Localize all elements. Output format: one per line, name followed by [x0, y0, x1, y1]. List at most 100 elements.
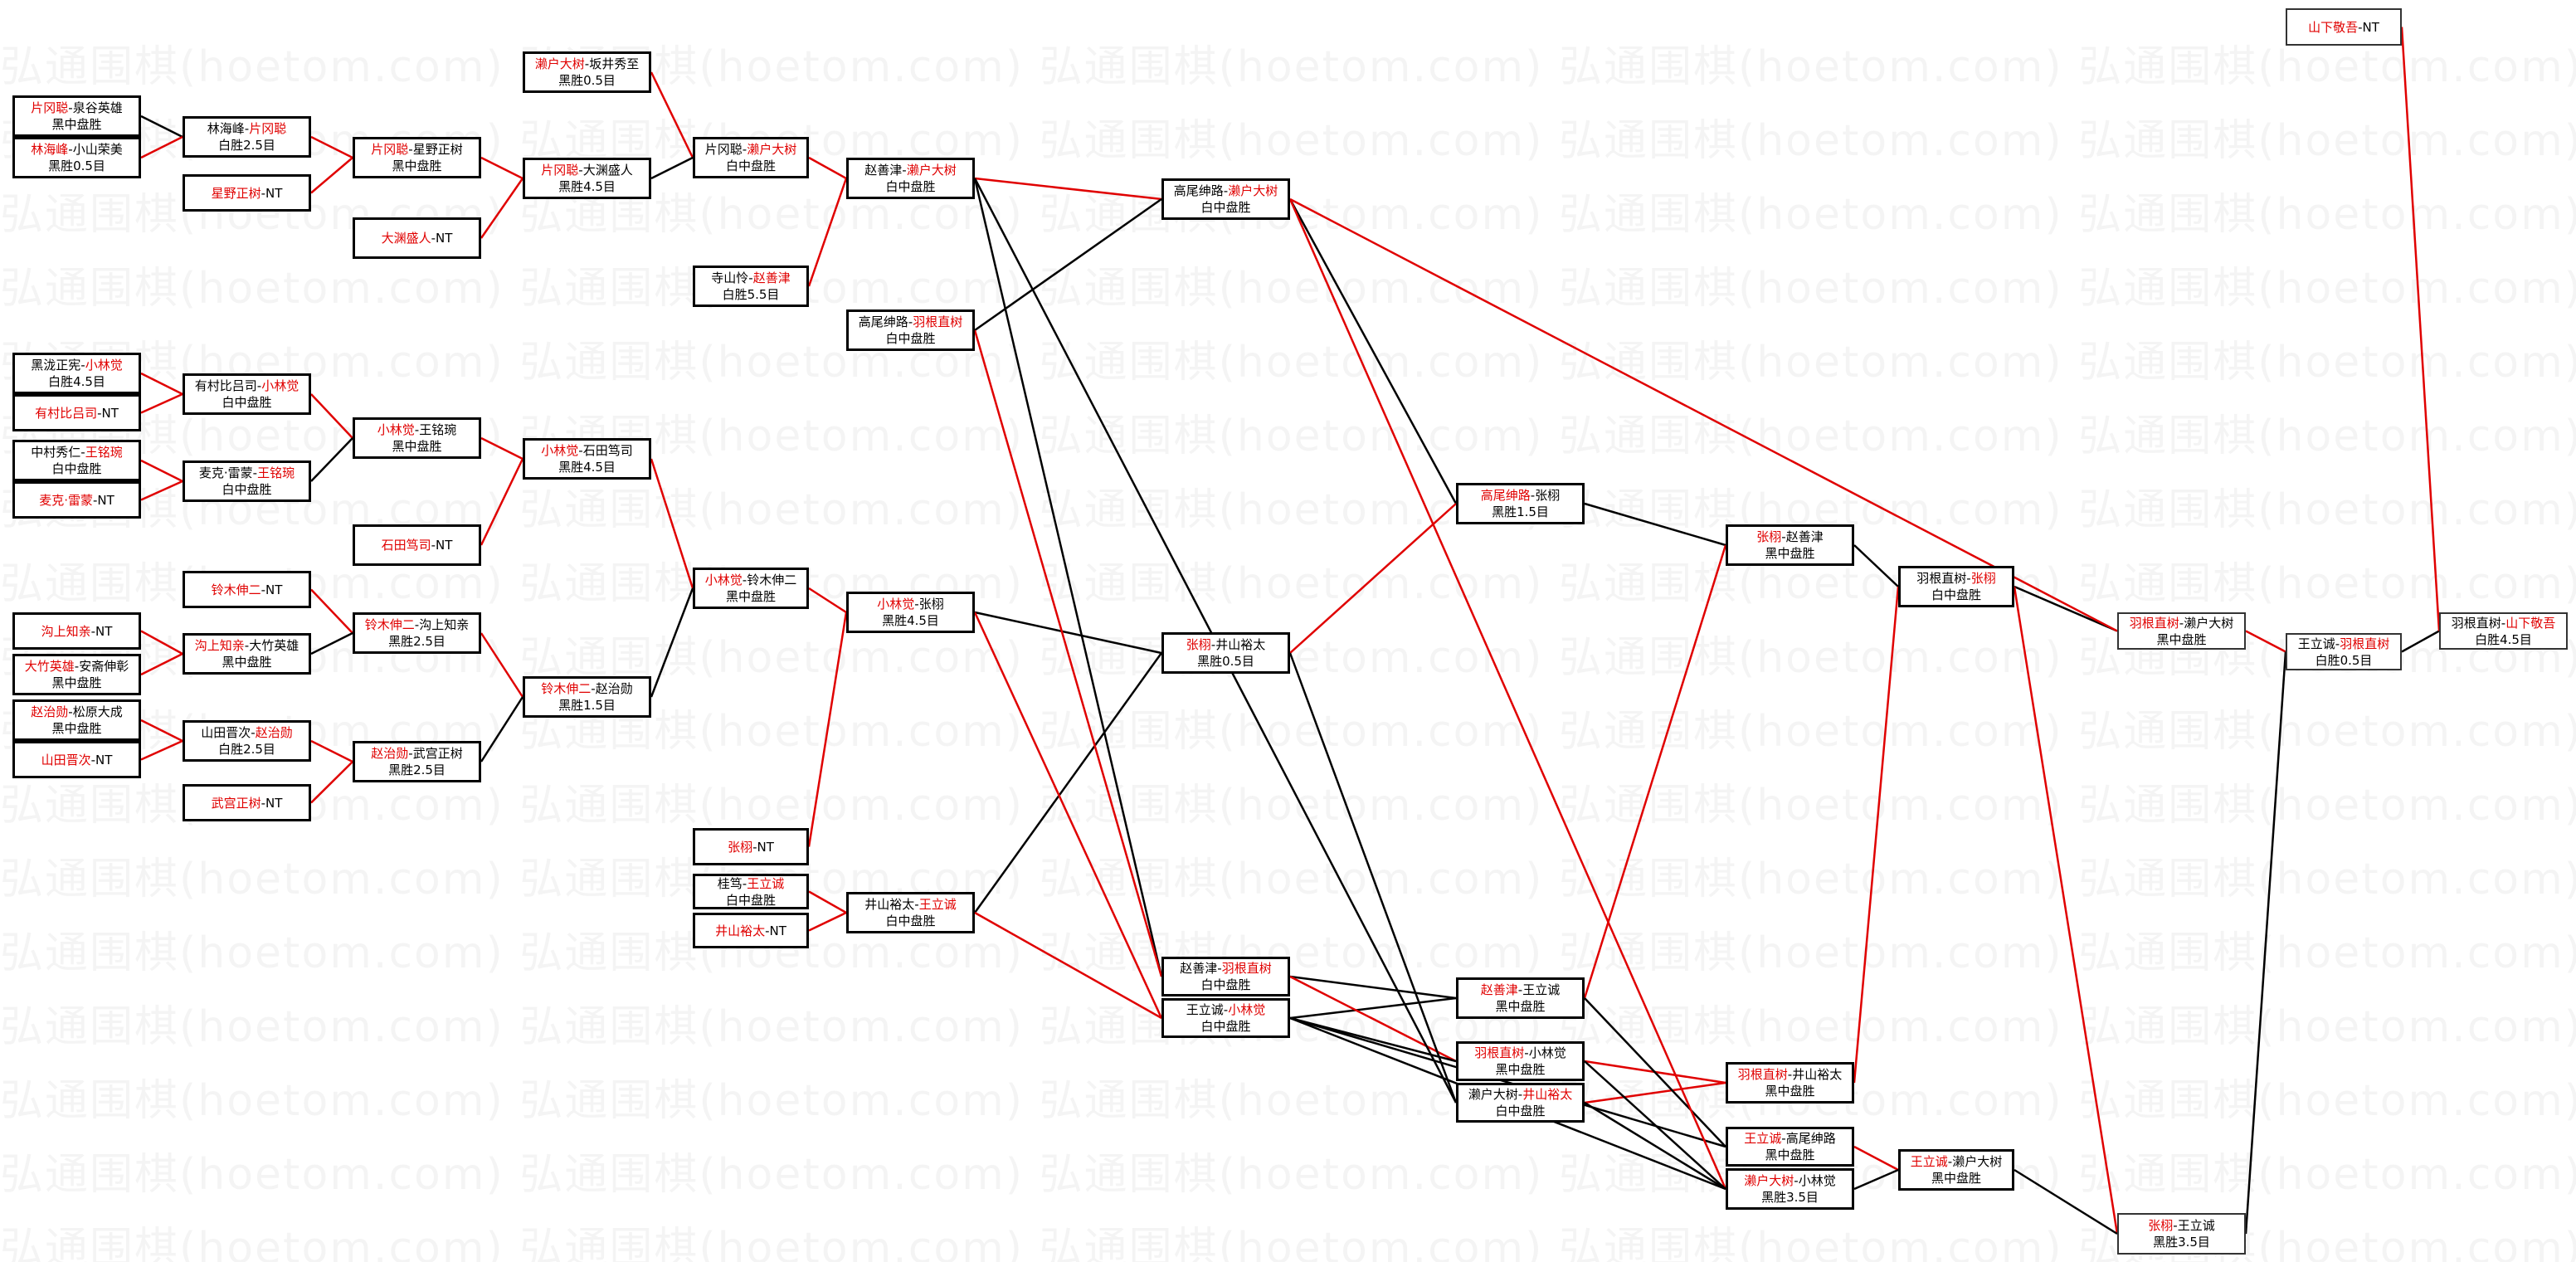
match-result: 黑胜4.5目 [882, 613, 939, 628]
player-name: -张栩 [1530, 488, 1561, 503]
player-name: 赵善津- [864, 163, 907, 178]
match-node: 王立诚-羽根直树白胜0.5目 [2286, 633, 2402, 670]
match-node: 片冈聪-大渊盛人黑胜4.5目 [523, 158, 651, 199]
match-node: 片冈聪-泉谷英雄黑中盘胜 [12, 95, 141, 137]
match-players: 张栩-NT [728, 839, 774, 855]
match-players: 麦克·雷蒙-王铭琬 [199, 465, 295, 481]
match-result: 白胜4.5目 [2475, 631, 2532, 647]
player-name: 桂笃- [717, 875, 747, 891]
loser-path-line [2014, 1168, 2118, 1235]
winner-name: 井山裕太 [715, 923, 766, 938]
match-node: 羽根直树-张栩白中盘胜 [1898, 566, 2014, 607]
loser-path-line [1853, 544, 1899, 587]
match-players: 片冈聪-濑户大树 [705, 141, 796, 158]
match-players: 赵善津-濑户大树 [864, 162, 956, 178]
winner-path-line [310, 157, 353, 194]
match-result: 黑中盘胜 [392, 439, 442, 454]
winner-path-line [310, 739, 353, 763]
match-result: 黑胜1.5目 [558, 698, 616, 713]
match-players: 王立诚-濑户大树 [1911, 1153, 2002, 1170]
player-name: -松原大成 [68, 704, 123, 719]
winner-name: 铃木伸二 [541, 681, 592, 696]
loser-path-line [1288, 652, 1458, 1104]
player-name: -NT [261, 582, 283, 597]
match-players: 小林觉-铃木伸二 [705, 572, 796, 588]
player-name: -小林觉 [1524, 1045, 1566, 1060]
player-name: -濑户大树 [2179, 615, 2234, 631]
winner-path-line [2400, 27, 2441, 631]
match-players: 片冈聪-星野正树 [371, 141, 462, 158]
winner-name: 羽根直树 [1737, 1067, 1788, 1082]
loser-path-line [140, 115, 183, 139]
match-players: 羽根直树-山下敬吾 [2452, 615, 2555, 631]
match-node: 小林觉-铃木伸二黑中盘胜 [693, 568, 809, 609]
winner-name: 濑户大树 [1744, 1173, 1794, 1188]
winner-path-line [973, 329, 1163, 977]
match-result: 黑中盘胜 [725, 589, 776, 604]
winner-name: 山下敬吾 [2505, 615, 2556, 631]
winner-name: 沟上知亲 [194, 638, 245, 653]
winner-name: 羽根直树 [2340, 636, 2390, 651]
match-players: 高尾绅路-羽根直树 [859, 314, 962, 330]
match-node: 赵治勋-武宫正树黑胜2.5目 [353, 741, 481, 782]
match-players: 赵治勋-松原大成 [31, 704, 122, 720]
winner-name: 羽根直树 [1474, 1045, 1525, 1060]
match-result: 白中盘胜 [1495, 1104, 1546, 1118]
match-node: 寺山怜-赵善津白胜5.5目 [693, 266, 809, 307]
match-players: 小林觉-石田笃司 [541, 442, 632, 459]
winner-path-line [310, 761, 353, 804]
match-players: 小林觉-王铭琬 [377, 421, 456, 438]
player-name: -沟上知亲 [414, 617, 470, 632]
winner-path-line [310, 588, 353, 634]
winner-name: 张栩 [2148, 1218, 2174, 1233]
winner-name: 濑户大树 [1228, 183, 1278, 198]
match-node: 黑泷正宪-小林觉白胜4.5目 [12, 353, 141, 394]
match-node: 铃木伸二-沟上知亲黑胜2.5目 [353, 612, 481, 654]
player-name: -坂井秀至 [584, 56, 640, 71]
winner-name: 片冈聪 [371, 142, 409, 157]
match-players: 高尾绅路-张栩 [1481, 487, 1560, 504]
match-node: 小林觉-张栩黑胜4.5目 [846, 592, 975, 633]
match-result: 黑胜0.5目 [1197, 654, 1254, 669]
loser-path-line [974, 611, 1162, 655]
winner-name: 王立诚 [747, 875, 785, 891]
loser-path-line [1289, 996, 1457, 1020]
winner-name: 王铭琬 [85, 445, 123, 460]
winner-name: 山下敬吾 [2308, 19, 2359, 35]
winner-path-line [140, 372, 183, 396]
match-result: 黑中盘胜 [1495, 1062, 1546, 1077]
winner-path-line [808, 587, 847, 614]
winner-path-line [808, 890, 847, 914]
match-players: 山田晋次-NT [41, 752, 113, 768]
player-name: -NT [261, 795, 283, 811]
match-players: 小林觉-张栩 [877, 596, 943, 612]
match-node: 张栩-赵善津黑中盘胜 [1726, 524, 1854, 566]
match-result: 白中盘胜 [1200, 977, 1251, 992]
match-node: 大渊盛人-NT [353, 217, 481, 259]
match-players: 星野正树-NT [212, 185, 283, 202]
winner-path-line [808, 156, 847, 180]
winner-path-line [480, 436, 523, 460]
player-name: -王立诚 [2173, 1218, 2215, 1233]
match-players: 武宫正树-NT [212, 795, 283, 811]
winner-path-line [973, 612, 1163, 1019]
winner-name: 濑户大树 [747, 142, 797, 157]
player-name: 井山裕太- [864, 897, 919, 912]
winner-path-line [2245, 630, 2286, 653]
winner-name: 小林觉 [85, 358, 123, 373]
winner-path-line [1289, 975, 1457, 1063]
match-result: 白胜2.5目 [218, 138, 275, 153]
winner-path-line [650, 458, 694, 589]
player-name: -星野正树 [408, 142, 463, 157]
match-result: 黑中盘胜 [1495, 999, 1546, 1014]
winner-name: 沟上知亲 [41, 623, 91, 639]
match-node: 有村比吕司-NT [12, 394, 141, 431]
match-result: 白中盘胜 [885, 914, 936, 928]
match-result: 黑中盘胜 [392, 158, 442, 173]
loser-path-line [650, 587, 694, 698]
match-node: 铃木伸二-NT [183, 571, 311, 608]
match-node: 林海峰-小山荣美黑胜0.5目 [12, 137, 141, 178]
player-name: 中村秀仁- [31, 445, 85, 460]
winner-path-line [140, 630, 183, 655]
match-node: 铃木伸二-赵治勋黑胜1.5目 [523, 676, 651, 718]
